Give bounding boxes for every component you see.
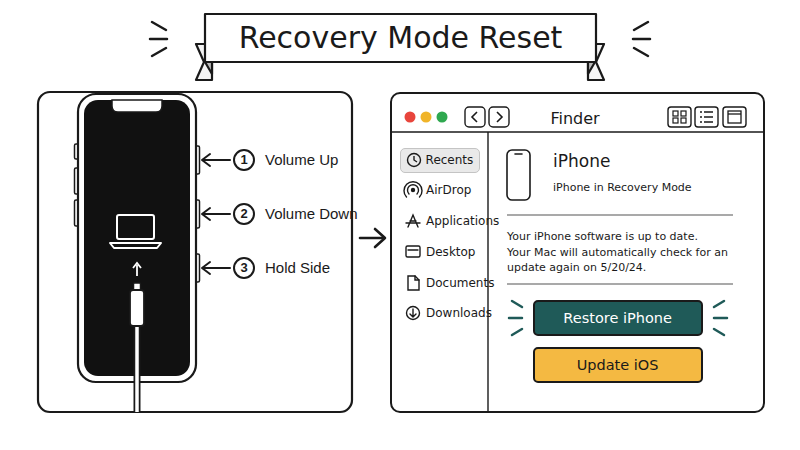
finder-chrome <box>391 107 764 412</box>
sidebar-item: Applications <box>426 214 499 229</box>
clock-hands <box>414 156 417 162</box>
button-text: Update iOS <box>577 357 659 373</box>
lightning-cable <box>130 283 144 412</box>
window-title: Finder <box>392 109 758 128</box>
diagram-title: Recovery Mode Reset <box>205 14 596 62</box>
callout-label: Hold Side <box>265 259 330 277</box>
sidebar-item: AirDrop <box>426 183 471 198</box>
sidebar-item: Desktop <box>426 245 476 260</box>
callout-label: Volume Down <box>265 205 358 223</box>
sidebar-item-text: Recents <box>426 153 474 167</box>
clock-icon <box>406 152 422 168</box>
sidebar-selected-item: Recents <box>400 148 480 173</box>
callout-label: Volume Up <box>265 151 338 169</box>
button-text: Restore iPhone <box>563 310 672 326</box>
clock-face <box>407 154 420 167</box>
restore-button: Restore iPhone <box>533 300 703 336</box>
callout-number: 2Volume Down <box>233 203 255 225</box>
title-banner <box>196 14 604 80</box>
callout-number: 1Volume Up <box>233 149 255 171</box>
flow-arrow <box>360 229 385 247</box>
callout-digit: 2 <box>235 205 253 223</box>
left-panel <box>38 92 352 412</box>
sidebar-item: Downloads <box>426 306 492 321</box>
status-note: Your iPhone software is up to date. <box>507 229 698 244</box>
callout-number: 3Hold Side <box>233 257 255 279</box>
status-note: Your Mac will automatically check for an… <box>507 245 735 275</box>
device-name: iPhone <box>553 154 610 169</box>
callout-digit: 1 <box>235 151 253 169</box>
callout-digit: 3 <box>235 259 253 277</box>
device-status: iPhone in Recovery Mode <box>553 180 692 195</box>
callout-arrows <box>202 154 230 274</box>
update-button: Update iOS <box>533 347 703 383</box>
sidebar-icons <box>404 182 422 320</box>
sidebar-item: Documents <box>426 276 494 291</box>
